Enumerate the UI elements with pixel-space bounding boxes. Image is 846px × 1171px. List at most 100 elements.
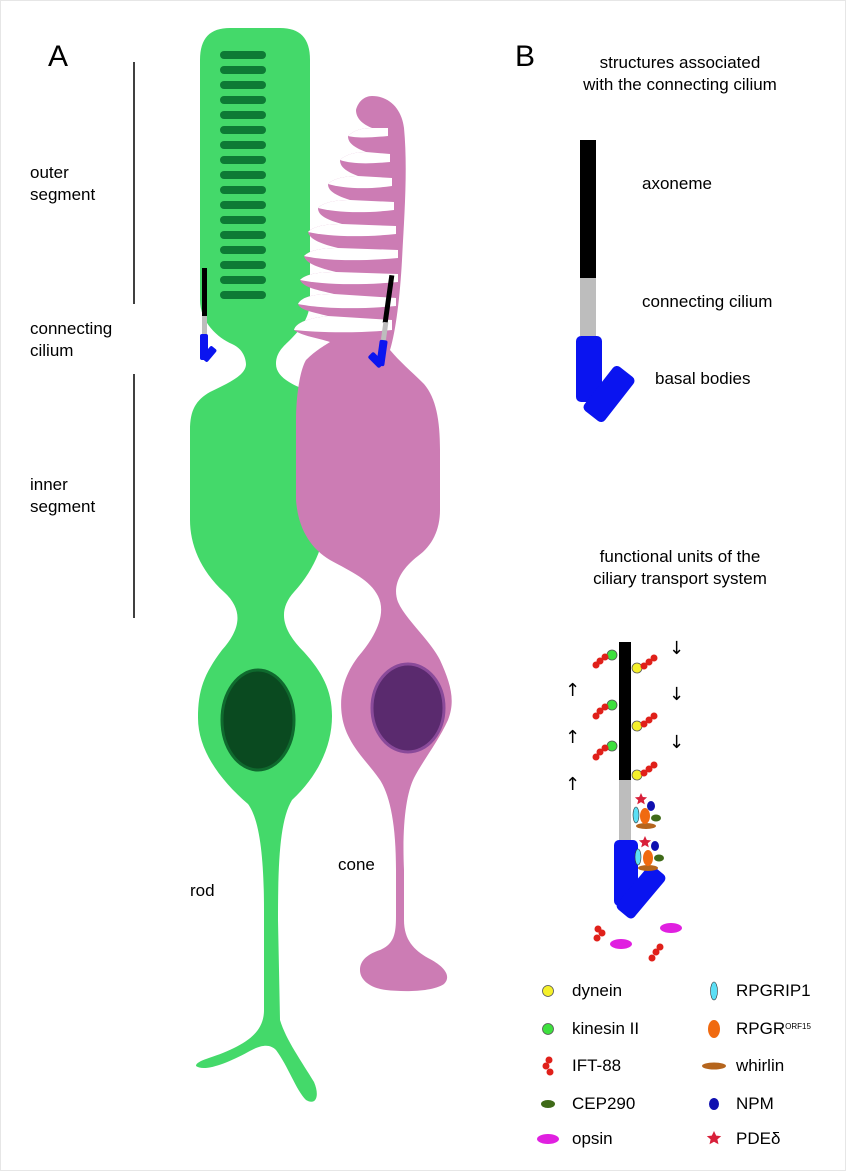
npm-marker xyxy=(651,841,659,851)
connecting-cilium-label-b: connecting cilium xyxy=(642,291,772,313)
basal-bodies-label: basal bodies xyxy=(655,368,750,390)
connecting-cilium-line1: connecting xyxy=(30,318,112,340)
kinesin-marker xyxy=(607,650,617,660)
ift88-bead xyxy=(599,930,606,937)
whirlin-marker xyxy=(636,823,656,829)
rod-disc xyxy=(220,246,266,254)
dynein-marker xyxy=(632,721,642,731)
cone-nucleus xyxy=(372,664,444,752)
ciliary-complex-upper xyxy=(633,793,661,829)
rod-disc xyxy=(220,186,266,194)
structures-title: structures associated with the connectin… xyxy=(540,52,820,96)
rpgr-marker xyxy=(640,808,650,824)
legend-rpgr-icon xyxy=(708,1020,720,1038)
legend-pde-label: PDEδ xyxy=(736,1128,780,1150)
inner-segment-line1: inner xyxy=(30,474,95,496)
outer-segment-line2: segment xyxy=(30,184,95,206)
rod-disc xyxy=(220,201,266,209)
structures-title-line2: with the connecting cilium xyxy=(540,74,820,96)
outer-segment-line1: outer xyxy=(30,162,95,184)
legend-ift88-icon xyxy=(543,1057,554,1076)
ift88-bead xyxy=(653,949,660,956)
ift88-bead xyxy=(651,713,658,720)
inner-segment-label: inner segment xyxy=(30,474,95,518)
cone-label: cone xyxy=(338,854,375,876)
panel-a-label: A xyxy=(48,40,68,74)
cep290-marker xyxy=(651,815,661,822)
structure-diagram xyxy=(576,140,636,424)
legend-rpgrip1-label: RPGRIP1 xyxy=(736,980,811,1002)
structures-title-line1: structures associated xyxy=(540,52,820,74)
rod-disc xyxy=(220,261,266,269)
inner-segment-line2: segment xyxy=(30,496,95,518)
rod-disc xyxy=(220,156,266,164)
anterograde-arrow-icon: ↑ xyxy=(565,776,580,794)
kinesin-marker xyxy=(607,741,617,751)
kinesin-marker xyxy=(607,700,617,710)
rod-disc xyxy=(220,96,266,104)
legend-npm-icon xyxy=(709,1098,719,1110)
transport-title-line1: functional units of the xyxy=(540,546,820,568)
axoneme-label: axoneme xyxy=(642,173,712,195)
panel-b-label: B xyxy=(515,40,535,74)
rod-axoneme xyxy=(202,268,207,316)
legend-cep290-label: CEP290 xyxy=(572,1093,635,1115)
ift88-bead xyxy=(594,935,601,942)
legend-ift88-bead xyxy=(546,1057,553,1064)
cone-fold-gap xyxy=(340,152,390,163)
legend-whirlin-icon xyxy=(702,1063,726,1070)
legend-rpgr-text: RPGR xyxy=(736,1019,785,1038)
rod-connecting-cilium xyxy=(202,316,207,336)
rod-disc xyxy=(220,51,266,59)
ciliary-complex-lower xyxy=(635,836,664,871)
legend-whirlin-label: whirlin xyxy=(736,1055,784,1077)
legend-ift88-bead xyxy=(543,1063,550,1070)
legend-kinesin-icon xyxy=(543,1024,554,1035)
cep290-marker xyxy=(654,855,664,862)
rpgrip1-marker xyxy=(633,807,639,823)
retrograde-arrow-icon: ↓ xyxy=(669,686,684,704)
transport-title: functional units of the ciliary transpor… xyxy=(540,546,820,590)
cone-fold-gap xyxy=(348,128,388,138)
legend-npm-label: NPM xyxy=(736,1093,774,1115)
rod-disc xyxy=(220,171,266,179)
anterograde-arrow-icon: ↑ xyxy=(565,729,580,747)
rod-disc xyxy=(220,126,266,134)
connecting-cilium-label: connecting cilium xyxy=(30,318,112,362)
retrograde-arrow-icon: ↓ xyxy=(669,640,684,658)
outer-segment-label: outer segment xyxy=(30,162,95,206)
axoneme-bar xyxy=(580,140,596,278)
rpgrip1-marker xyxy=(635,849,641,865)
rod-disc xyxy=(220,111,266,119)
ift88-bead xyxy=(593,713,600,720)
opsin-marker xyxy=(660,923,682,933)
pde-marker xyxy=(635,793,647,804)
legend-ift88-bead xyxy=(547,1069,554,1076)
rod-disc xyxy=(220,141,266,149)
transport-axoneme xyxy=(619,642,631,780)
legend-pde-icon xyxy=(707,1131,721,1144)
ift88-bead xyxy=(593,662,600,669)
transport-title-line2: ciliary transport system xyxy=(540,568,820,590)
legend-dynein-label: dynein xyxy=(572,980,622,1002)
legend-rpgrip1-icon xyxy=(711,982,718,1000)
legend-opsin-label: opsin xyxy=(572,1128,613,1150)
connecting-cilium-bar xyxy=(580,278,596,336)
rod-disc xyxy=(220,216,266,224)
ift88-bead xyxy=(593,754,600,761)
retrograde-arrow-icon: ↓ xyxy=(669,734,684,752)
connecting-cilium-line2: cilium xyxy=(30,340,112,362)
rod-nucleus xyxy=(222,670,294,770)
legend-kinesin-label: kinesin II xyxy=(572,1018,639,1040)
opsin-marker xyxy=(610,939,632,949)
ift88-bead xyxy=(649,955,656,962)
rod-disc xyxy=(220,276,266,284)
legend-rpgr-label: RPGRORF15 xyxy=(736,1018,811,1040)
dynein-marker xyxy=(632,663,642,673)
legend-ift88-label: IFT-88 xyxy=(572,1055,621,1077)
legend-rpgr-superscript: ORF15 xyxy=(785,1022,811,1031)
legend-opsin-icon xyxy=(537,1134,559,1144)
transport-connecting-cilium xyxy=(619,780,631,840)
rod-label: rod xyxy=(190,880,215,902)
